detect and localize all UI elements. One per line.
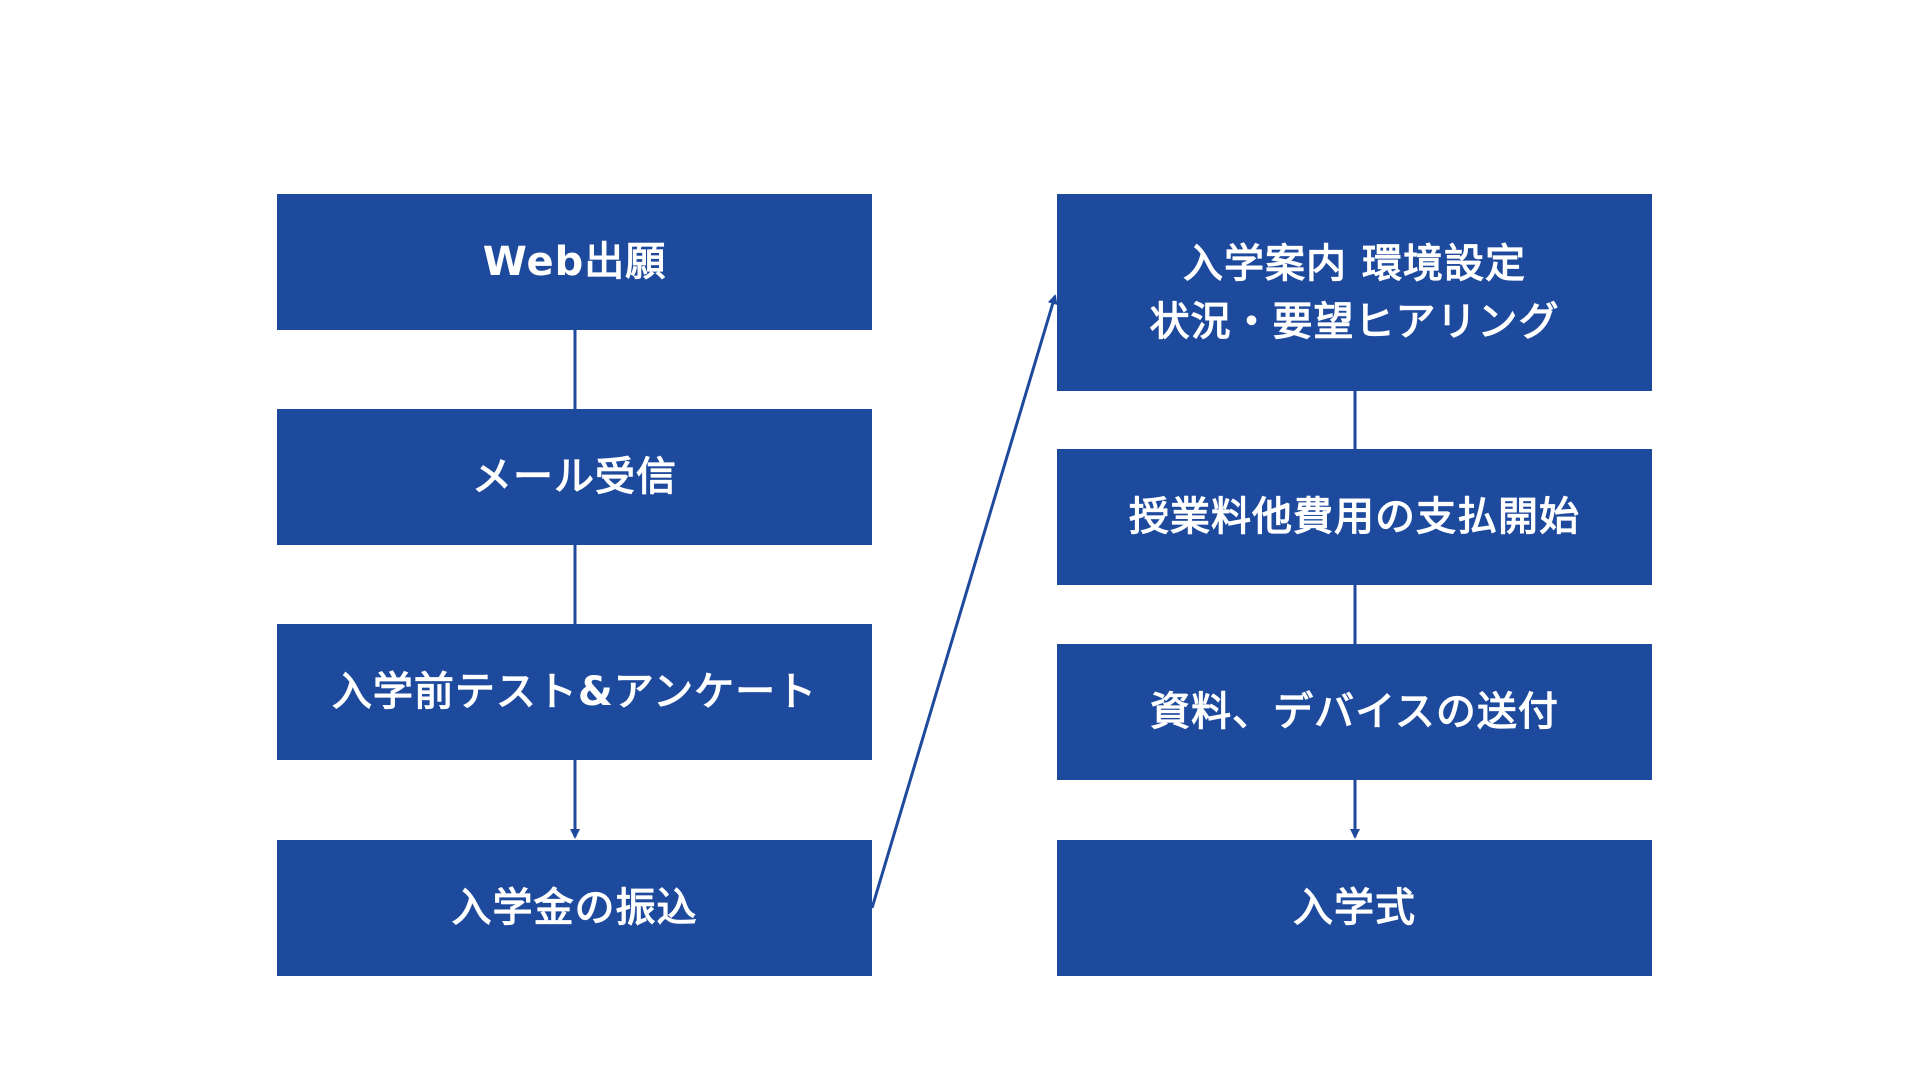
step-enrollment-fee-payment: 入学金の振込 [277, 840, 872, 976]
step-label: 入学前テスト&アンケート [331, 669, 818, 715]
step-label-line-2: 状況・要望ヒアリング [1149, 298, 1560, 345]
arrow-payment-to-guidance [870, 294, 1058, 909]
step-label: 資料、デバイスの送付 [1150, 689, 1559, 735]
step-pre-enrollment-test: 入学前テスト&アンケート [277, 624, 872, 760]
step-label: 授業料他費用の支払開始 [1129, 494, 1580, 540]
step-label: メール受信 [472, 454, 677, 500]
step-label: Web出願 [482, 239, 667, 285]
step-label: 入学式 [1293, 885, 1416, 931]
step-materials-device-shipping: 資料、デバイスの送付 [1057, 644, 1652, 780]
step-email-received: メール受信 [277, 409, 872, 545]
step-label: 入学金の振込 [451, 885, 698, 931]
step-entrance-ceremony: 入学式 [1057, 840, 1652, 976]
step-guidance-hearing: 入学案内 環境設定 状況・要望ヒアリング [1057, 194, 1652, 391]
step-tuition-payment-start: 授業料他費用の支払開始 [1057, 449, 1652, 585]
step-web-application: Web出願 [277, 194, 872, 330]
step-label-line-1: 入学案内 環境設定 [1183, 240, 1526, 287]
